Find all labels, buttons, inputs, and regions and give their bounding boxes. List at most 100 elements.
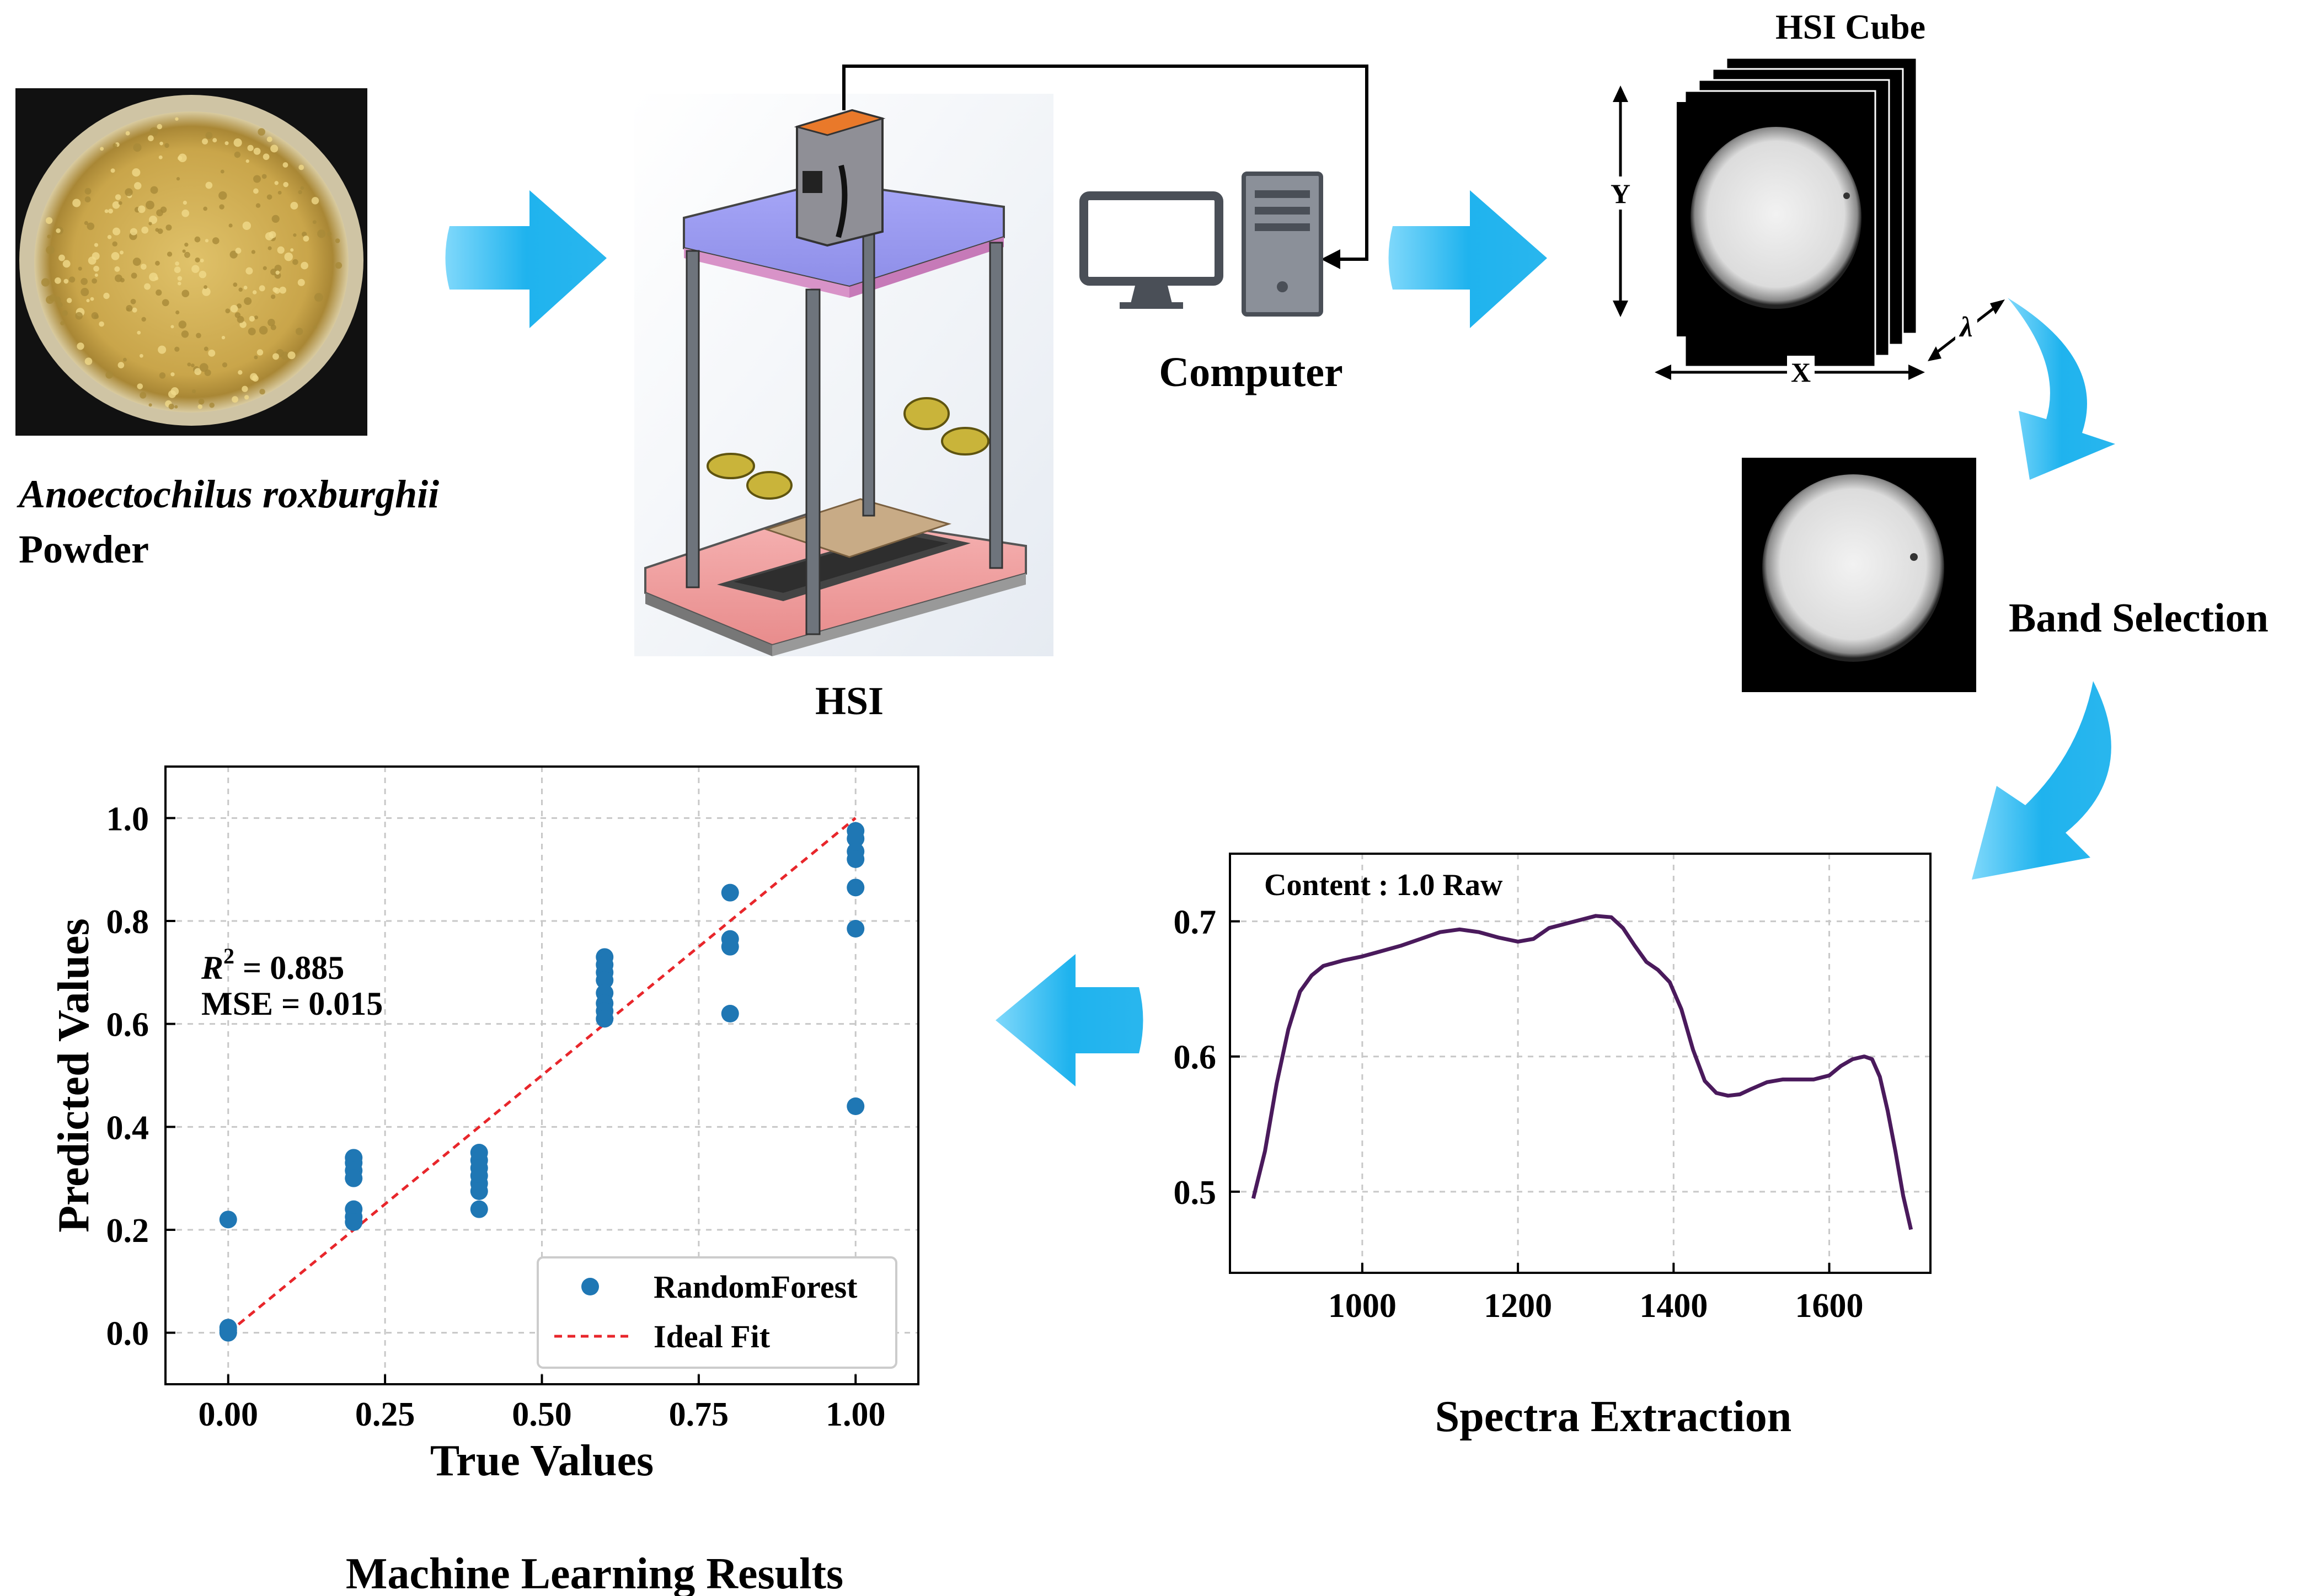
- powder-grain: [126, 305, 133, 312]
- powder-grain: [56, 228, 61, 233]
- powder-grain: [148, 222, 152, 226]
- powder-grain: [290, 248, 294, 252]
- powder-grain: [203, 206, 207, 211]
- powder-grain: [117, 362, 125, 368]
- powder-grain: [253, 147, 261, 155]
- powder-grain: [114, 266, 120, 272]
- powder-grain: [272, 287, 278, 293]
- y-tick-label: 0.0: [106, 1315, 149, 1353]
- data-point: [470, 1200, 488, 1218]
- powder-grain: [335, 262, 343, 269]
- powder-grain: [261, 174, 267, 179]
- spectrum-line: [1251, 914, 1913, 1230]
- data-point: [345, 1213, 363, 1231]
- y-tick-label: 0.8: [106, 903, 149, 941]
- powder-grain: [140, 392, 147, 399]
- powder-grain: [130, 228, 137, 235]
- powder-grain: [108, 208, 113, 214]
- powder-grain: [155, 260, 160, 266]
- powder-grain: [137, 383, 143, 389]
- data-point: [721, 938, 739, 956]
- powder-grain: [218, 191, 227, 200]
- powder-grain: [269, 231, 276, 239]
- powder-grain: [235, 248, 242, 254]
- top-plate-edge: [684, 248, 849, 298]
- x-tick-label: 1600: [1795, 1287, 1864, 1325]
- halogen-lamps: [707, 397, 989, 500]
- powder-grain: [66, 298, 72, 303]
- powder-grain: [181, 209, 190, 217]
- hsi-cube: [1677, 57, 1918, 368]
- powder-grain: [69, 276, 76, 283]
- powder-grain: [115, 194, 121, 200]
- powder-grain: [198, 398, 205, 405]
- powder-grain: [75, 312, 83, 320]
- cube-axis-y: Y: [1611, 178, 1630, 209]
- powder-grain: [47, 234, 51, 239]
- powder-grain: [279, 286, 287, 294]
- monitor-stand: [1131, 281, 1172, 303]
- powder-grain: [195, 257, 200, 263]
- powder-grain: [259, 285, 265, 292]
- powder-grain: [137, 330, 141, 335]
- powder-grain: [111, 251, 120, 260]
- powder-grain: [220, 169, 224, 174]
- powder-grain: [60, 321, 65, 325]
- legend-box: [537, 1256, 897, 1369]
- powder-grain: [244, 297, 252, 305]
- powder-grain: [132, 258, 141, 266]
- powder-grain: [139, 354, 143, 358]
- powder-grain: [271, 215, 280, 223]
- data-point: [721, 883, 739, 902]
- powder-grain: [292, 259, 298, 265]
- powder-grain: [120, 277, 125, 283]
- powder-grain: [165, 224, 172, 231]
- powder-grain: [133, 182, 142, 190]
- powder-grain: [224, 141, 229, 146]
- powder-grain: [41, 278, 50, 287]
- powder-grain: [245, 159, 249, 163]
- powder-grain: [242, 221, 252, 230]
- powder-grain: [104, 209, 109, 213]
- powder-grain: [156, 209, 163, 217]
- sample-name: Anoectochilus roxburghii: [17, 472, 439, 516]
- base-edge-right: [772, 574, 1026, 656]
- band-image: [1742, 458, 1976, 692]
- flow-arrow-4: [1972, 681, 2111, 880]
- data-point: [847, 879, 865, 897]
- y-tick-label: 0.6: [106, 1006, 149, 1044]
- powder-grain: [177, 276, 183, 281]
- powder-grain: [94, 273, 98, 277]
- powder-grain: [194, 236, 201, 243]
- camera-fan: [803, 171, 822, 193]
- powder-grain: [130, 298, 136, 304]
- powder-grain: [191, 265, 200, 273]
- powder-grain: [222, 362, 228, 368]
- powder-grain: [277, 246, 285, 254]
- powder-grain: [199, 270, 207, 279]
- powder-grain: [251, 250, 255, 254]
- powder-grain: [140, 264, 147, 270]
- powder-grain: [259, 326, 268, 335]
- y-tick-label: 0.4: [106, 1109, 149, 1147]
- powder-grain: [132, 307, 137, 313]
- data-point: [219, 1321, 237, 1339]
- base-edge: [645, 593, 772, 656]
- top-plate-edge-right: [849, 237, 1004, 298]
- powder-grain: [81, 288, 89, 297]
- hsi-instrument-illustration: [634, 94, 1053, 656]
- powder-grain: [132, 168, 141, 177]
- powder-grain: [141, 226, 149, 234]
- data-point: [847, 920, 865, 938]
- monitor-icon: [1079, 191, 1223, 286]
- powder-grain: [177, 281, 181, 286]
- legend-marker-points: [581, 1278, 599, 1295]
- powder-grain: [283, 181, 288, 188]
- powder-grain: [77, 342, 84, 350]
- powder-grain: [118, 201, 122, 205]
- powder-grain: [317, 229, 326, 238]
- ml-caption: Machine Learning Results: [346, 1550, 843, 1596]
- powder-grain: [204, 285, 207, 289]
- powder-grain: [209, 403, 215, 408]
